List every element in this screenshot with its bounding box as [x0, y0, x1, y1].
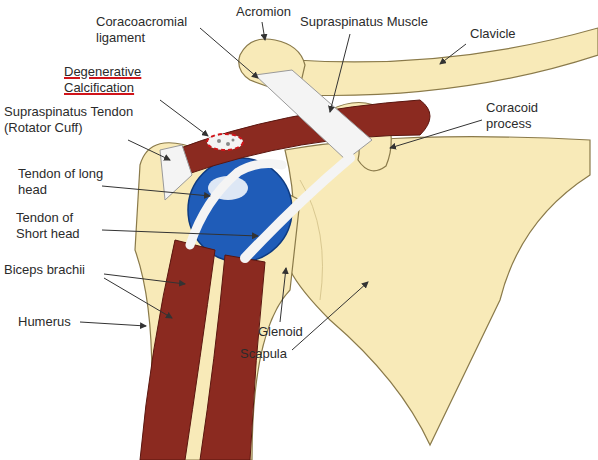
calcification-dot	[232, 139, 235, 142]
leader-line	[440, 44, 466, 64]
leader-line	[102, 230, 258, 236]
clavicle-bone	[295, 28, 598, 96]
calcification	[207, 134, 243, 150]
leader-line	[128, 140, 170, 160]
leader-line	[104, 278, 172, 318]
coracoacromial-ligament	[255, 70, 372, 160]
biceps-long-head	[140, 240, 215, 460]
part-label: Coracoacromial ligament	[96, 14, 206, 46]
part-label: Scapula	[240, 346, 310, 362]
part-label: Tendon of long head	[18, 166, 108, 198]
part-label: Degenerative Calcification	[64, 64, 164, 96]
humeral-head	[188, 158, 292, 262]
leader-line	[80, 322, 146, 326]
leader-line	[104, 274, 185, 284]
part-label: Glenoid	[258, 324, 328, 340]
scapula-bone	[285, 137, 590, 445]
part-label: Clavicle	[470, 26, 540, 42]
part-label: Biceps brachii	[4, 262, 114, 278]
part-label: Supraspinatus Tendon (Rotator Cuff)	[4, 104, 154, 136]
leader-line	[292, 282, 368, 350]
leader-line	[102, 186, 210, 196]
leader-line	[390, 120, 482, 148]
part-label: Humerus	[18, 314, 88, 330]
short-head-tendon	[245, 158, 350, 258]
leader-line	[262, 22, 265, 40]
part-label: Supraspinatus Muscle	[300, 14, 450, 30]
leader-line	[200, 28, 258, 78]
part-label: Tendon of Short head	[16, 210, 106, 242]
humerus-bone	[135, 143, 300, 460]
leader-line	[330, 34, 350, 112]
part-label: Coracoid process	[486, 100, 576, 132]
calcification-dot	[217, 139, 221, 143]
calcification-dot	[226, 142, 230, 146]
leader-line	[160, 100, 208, 136]
leader-line	[280, 268, 286, 322]
